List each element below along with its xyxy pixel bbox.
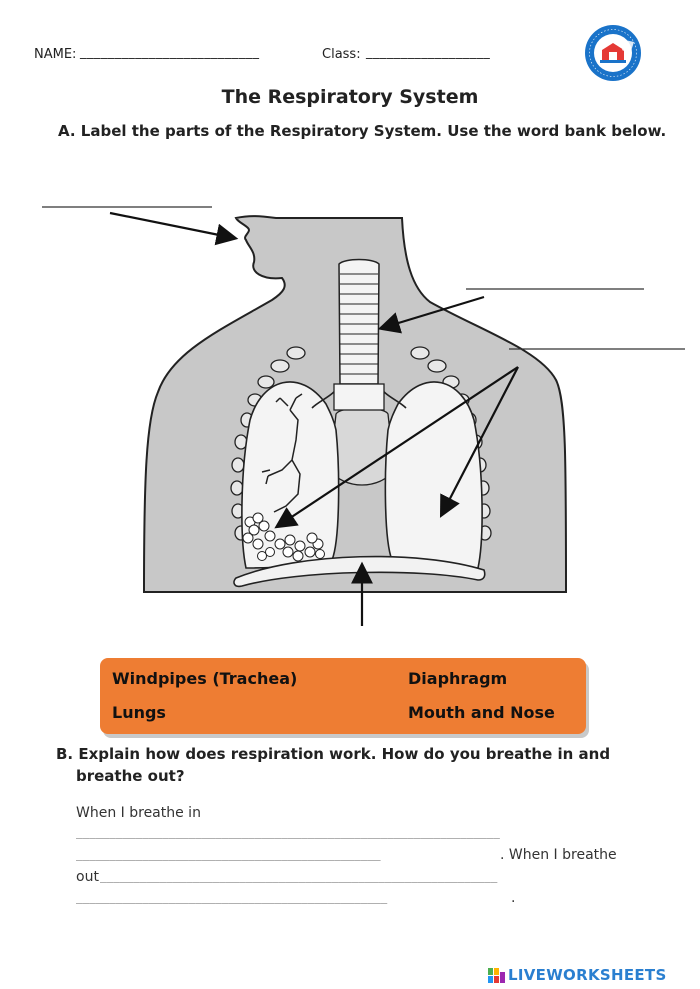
arrow-lung-left <box>274 366 519 529</box>
prompt-breathe-out: . When I breathe <box>500 847 617 863</box>
liveworksheets-logo-icon <box>488 968 505 983</box>
answer-line-3[interactable]: ________________________________________… <box>100 870 498 883</box>
respiratory-system-illustration <box>42 206 685 648</box>
respiratory-diagram <box>0 180 700 648</box>
arrow-lung-right <box>439 366 519 518</box>
answer-line-1[interactable]: ________________________________________… <box>76 826 500 839</box>
class-blank[interactable]: __________________ <box>366 45 491 60</box>
word-diaphragm[interactable]: Diaphragm <box>408 669 508 688</box>
answer-line-2[interactable]: ________________________________________… <box>76 848 381 861</box>
footer-brand[interactable]: LIVEWORKSHEETS <box>488 966 696 986</box>
arrow-mouth <box>109 211 239 246</box>
answer-line-4[interactable]: ________________________________________… <box>76 891 388 904</box>
section-a-instruction: A. Label the parts of the Respiratory Sy… <box>58 122 667 140</box>
prompt-breathe-out-cont: out <box>76 869 99 885</box>
bronchioles <box>261 393 303 513</box>
word-lungs[interactable]: Lungs <box>112 703 166 722</box>
heart-area <box>329 407 395 486</box>
name-label: NAME: <box>34 47 77 62</box>
trachea-rings <box>340 273 378 375</box>
alveoli <box>242 512 325 562</box>
word-mouth-nose[interactable]: Mouth and Nose <box>408 703 555 722</box>
prompt-breathe-in: When I breathe in <box>76 805 201 821</box>
section-b-question-cont: breathe out? <box>76 767 185 785</box>
answer-period: . <box>511 890 516 906</box>
name-blank[interactable]: __________________________ <box>80 45 260 60</box>
school-seal-icon <box>585 25 641 81</box>
trachea <box>338 258 380 385</box>
footer-brand-text: LIVEWORKSHEETS <box>508 966 667 984</box>
word-trachea[interactable]: Windpipes (Trachea) <box>112 669 298 688</box>
page-title: The Respiratory System <box>221 86 479 108</box>
school-logo <box>584 24 642 82</box>
class-label: Class: <box>322 47 361 62</box>
lung-right <box>384 381 483 569</box>
section-b-question: B. Explain how does respiration work. Ho… <box>56 745 611 763</box>
arrow-trachea <box>377 295 485 334</box>
word-bank: Windpipes (Trachea) Diaphragm Lungs Mout… <box>100 658 586 734</box>
